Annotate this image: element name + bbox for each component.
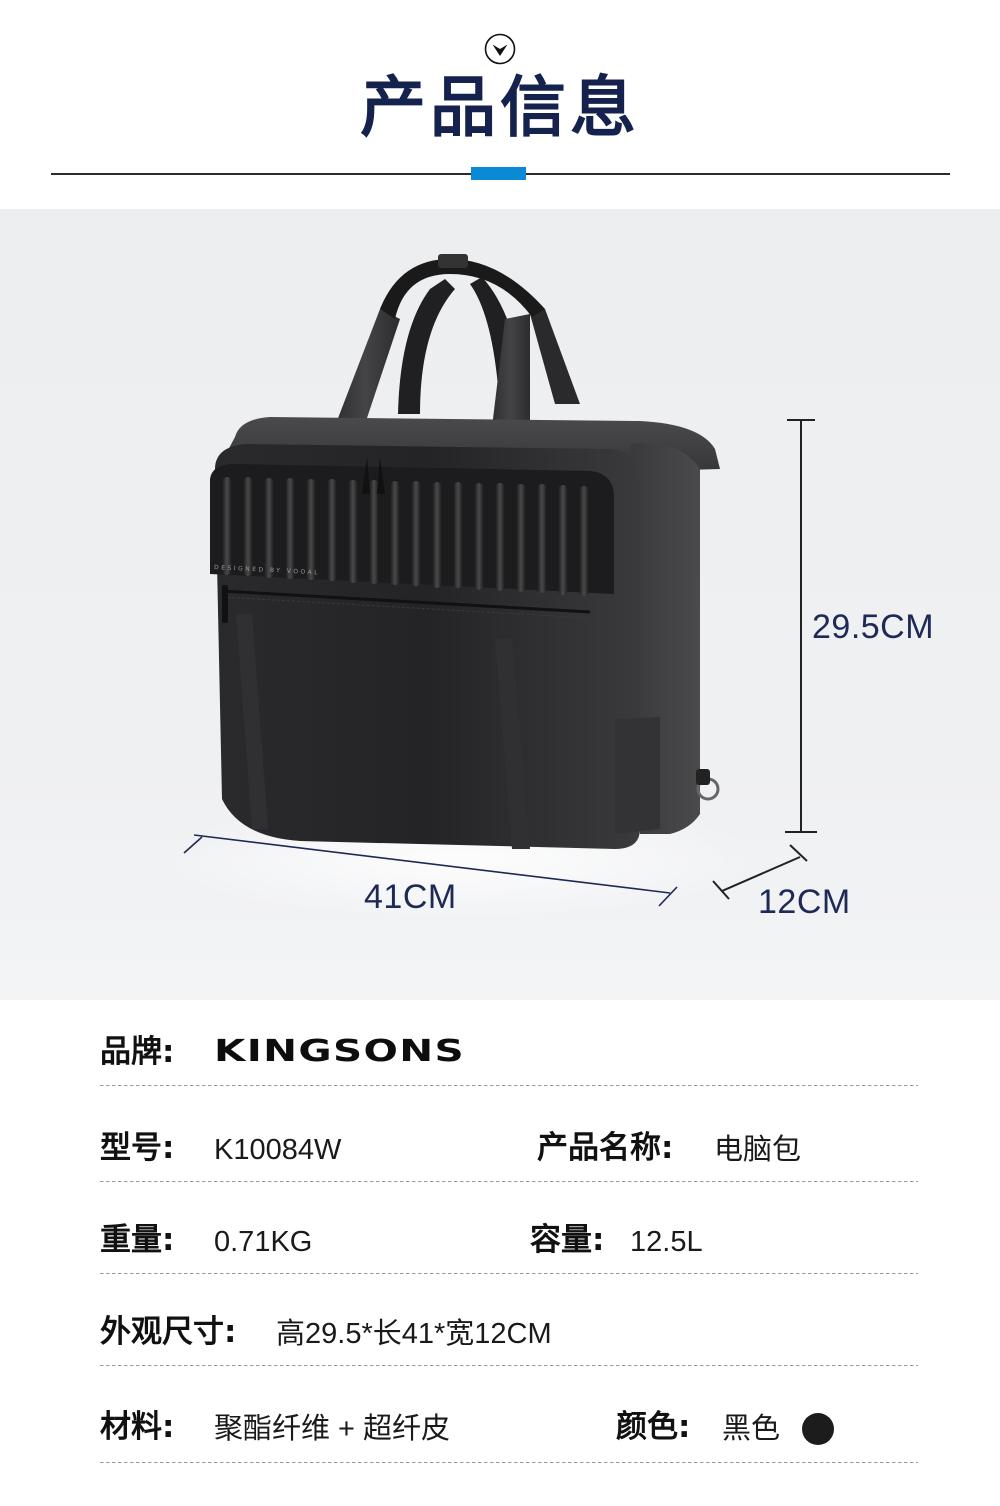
weight-value: 0.71KG xyxy=(214,1226,313,1258)
laptop-bag-image: DESIGNED BY VOOAL xyxy=(183,254,817,907)
product-name-label: 产品名称: xyxy=(537,1130,674,1166)
capacity-label: 容量: xyxy=(530,1222,605,1258)
material-value: 聚酯纤维 + 超纤皮 xyxy=(214,1413,451,1445)
spec-row-brand: 品牌: KINGSONS xyxy=(100,994,918,1086)
row-divider xyxy=(100,1462,918,1463)
weight-label: 重量: xyxy=(100,1222,175,1258)
ribbed-panel xyxy=(222,477,589,596)
color-value: 黑色 xyxy=(722,1413,781,1445)
spec-row-model: 型号: K10084W 产品名称: 电脑包 xyxy=(100,1090,918,1182)
product-image-stage: DESIGNED BY VOOAL 29. xyxy=(0,209,1000,1000)
depth-dimension-line xyxy=(712,844,808,900)
page-title: 产品信息 xyxy=(360,69,640,146)
model-value: K10084W xyxy=(214,1134,342,1166)
height-dimension-label: 29.5CM xyxy=(812,608,935,646)
row-divider xyxy=(100,1181,918,1182)
row-divider xyxy=(100,1273,918,1274)
spec-row-size: 外观尺寸: 高29.5*长41*宽12CM xyxy=(100,1274,918,1366)
chevron-down-circle-icon xyxy=(484,33,516,65)
spec-row-material: 材料: 聚酯纤维 + 超纤皮 颜色: 黑色 xyxy=(100,1371,918,1463)
size-value: 高29.5*长41*宽12CM xyxy=(276,1318,552,1350)
height-dimension-line xyxy=(785,419,817,833)
brand-logo: KINGSONS xyxy=(214,1034,466,1069)
section-header: 产品信息 xyxy=(0,0,1000,209)
header-accent-bar xyxy=(471,167,526,180)
brand-label: 品牌: xyxy=(100,1034,175,1070)
spec-row-weight: 重量: 0.71KG 容量: 12.5L xyxy=(100,1182,918,1274)
capacity-value: 12.5L xyxy=(630,1226,703,1258)
product-name-value: 电脑包 xyxy=(714,1134,802,1166)
spec-table: 品牌: KINGSONS 型号: K10084W 产品名称: 电脑包 重量: 0… xyxy=(0,1000,1000,1506)
length-dimension-label: 41CM xyxy=(364,878,457,916)
color-label: 颜色: xyxy=(616,1409,691,1445)
length-dimension-line xyxy=(183,834,678,907)
model-label: 型号: xyxy=(100,1130,175,1166)
material-label: 材料: xyxy=(100,1409,175,1445)
row-divider xyxy=(100,1085,918,1086)
depth-dimension-label: 12CM xyxy=(758,883,851,921)
color-swatch xyxy=(802,1413,834,1445)
row-divider xyxy=(100,1365,918,1366)
size-label: 外观尺寸: xyxy=(100,1314,237,1350)
